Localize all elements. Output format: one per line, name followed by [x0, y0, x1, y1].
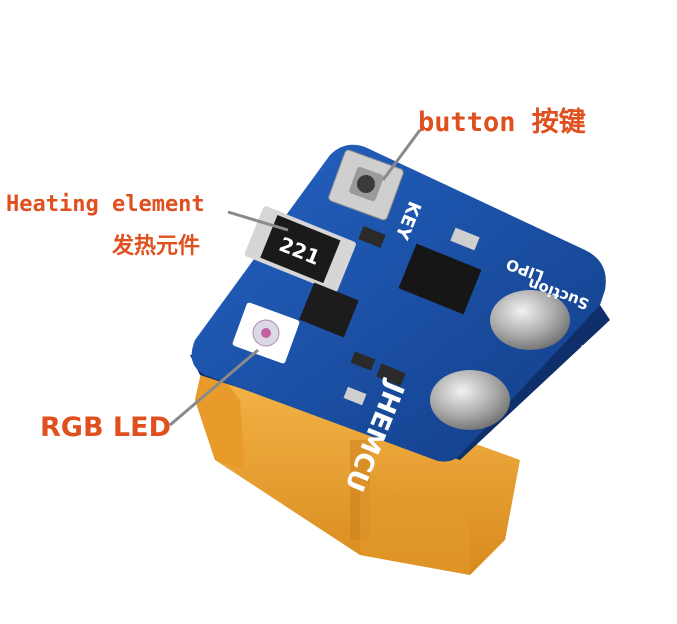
mcu-chip: [299, 282, 359, 338]
button-label: button 按键: [418, 107, 586, 138]
solder-pad-negative: [490, 290, 570, 350]
leader-button: [381, 129, 422, 181]
xt-connector: [195, 355, 520, 575]
silk-minus: -: [580, 329, 592, 364]
solder-pad-positive: [430, 370, 510, 430]
leader-rgb: [169, 348, 259, 427]
tactile-button: [328, 149, 404, 221]
rgb-led: [232, 302, 300, 364]
silk-plus: +: [482, 424, 505, 457]
mosfet-chip: [398, 243, 482, 315]
heating-element-label: Heating element: [6, 192, 205, 217]
heating-element-label-zh: 发热元件: [112, 234, 201, 259]
rgb-led-label: RGB LED: [40, 412, 171, 443]
leader-heating: [227, 210, 289, 232]
heating-resistor: 221: [244, 206, 356, 292]
